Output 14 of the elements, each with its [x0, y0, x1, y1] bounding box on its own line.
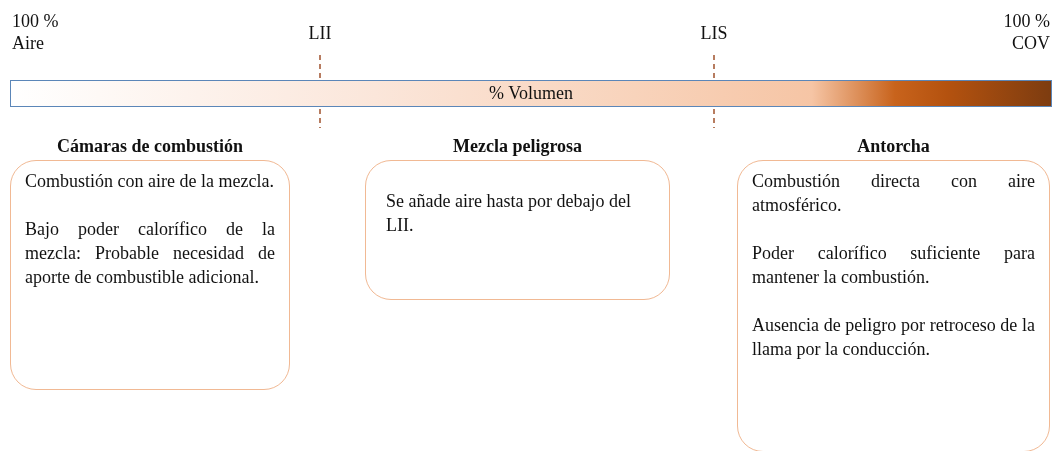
paragraph: Se añade aire hasta por debajo del LII.: [386, 190, 632, 237]
paragraph: Bajo poder calorífico de la mezcla: Probable necesidad de aporte de combustible adicional.: [25, 218, 275, 289]
axis-label: LII: [307, 22, 333, 44]
axis-label: 100 % Aire: [12, 10, 60, 54]
paragraph: Poder calorífico suficiente para mantener la combustión.: [752, 242, 1035, 289]
heading: Antorcha: [856, 135, 931, 158]
axis-label: 100 % COV: [1002, 10, 1050, 54]
gradient-bar: % Volumen: [10, 80, 1052, 107]
axis-label: LIS: [699, 22, 729, 44]
paragraph: Combustión directa con aire atmosférico.: [752, 170, 1035, 217]
heading: Cámaras de combustión: [56, 135, 244, 158]
paragraph: Ausencia de peligro por retroceso de la llama por la conducción.: [752, 314, 1035, 361]
heading: Mezcla peligrosa: [451, 135, 584, 158]
paragraph: Combustión con aire de la mezcla.: [25, 170, 275, 193]
